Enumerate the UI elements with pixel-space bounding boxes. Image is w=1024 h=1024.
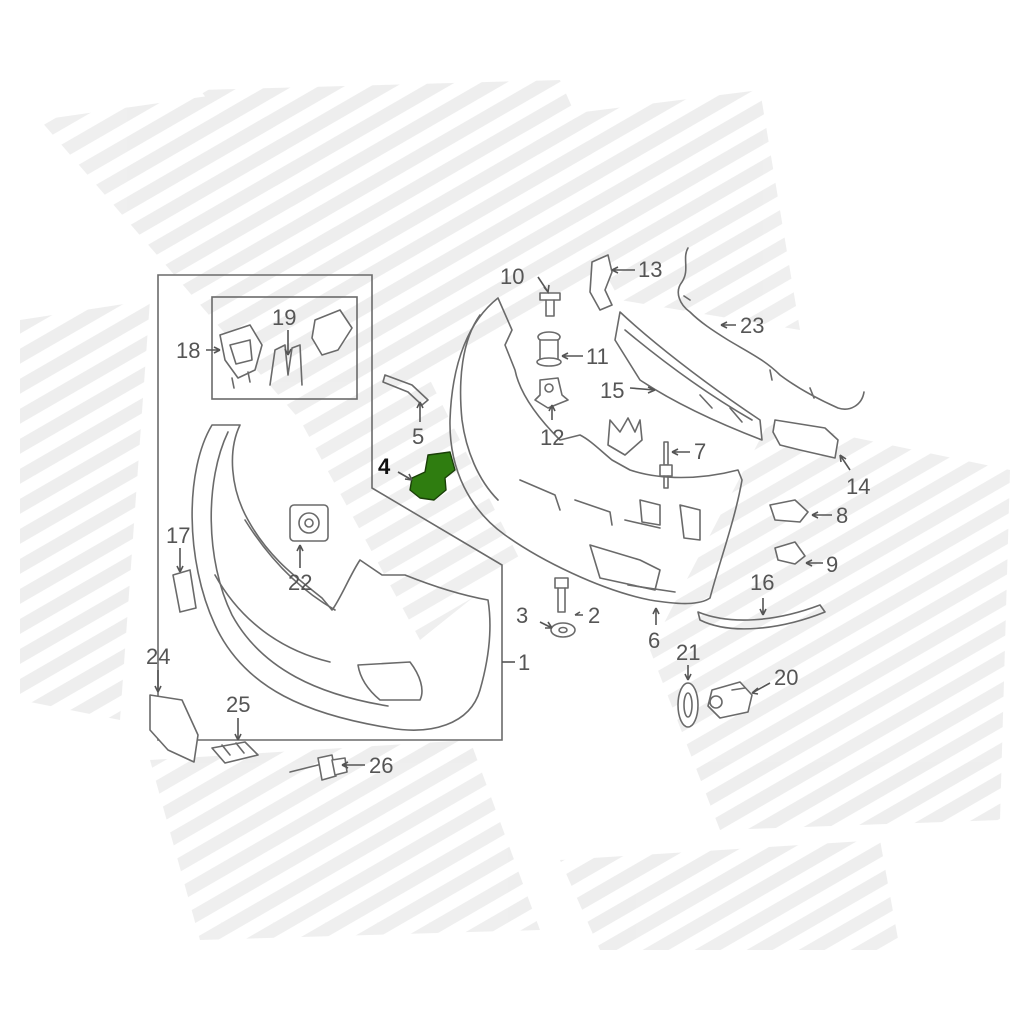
label-24: 24 xyxy=(146,644,170,669)
part-13-bracket xyxy=(589,254,613,311)
part-11-grommet xyxy=(536,331,562,367)
label-25: 25 xyxy=(226,692,250,717)
label-22: 22 xyxy=(288,570,312,595)
part-26-sensor xyxy=(289,754,348,781)
label-17: 17 xyxy=(166,523,190,548)
part-22-bracket xyxy=(289,504,329,542)
label-2: 2 xyxy=(588,603,600,628)
part-2-bolt xyxy=(554,577,569,613)
label-14: 14 xyxy=(846,474,870,499)
callout-labels: 1 2 3 4 5 6 7 8 9 10 11 12 13 14 15 16 1… xyxy=(146,257,870,778)
label-26: 26 xyxy=(369,753,393,778)
label-9: 9 xyxy=(826,552,838,577)
label-15: 15 xyxy=(600,378,624,403)
label-21: 21 xyxy=(676,640,700,665)
part-12-clip xyxy=(534,377,569,409)
label-11: 11 xyxy=(586,344,609,369)
group-box-18-19 xyxy=(211,296,358,400)
label-10: 10 xyxy=(500,264,524,289)
label-6: 6 xyxy=(648,628,660,653)
watermark xyxy=(20,80,1010,950)
part-1-bumper-cover xyxy=(191,424,491,731)
part-21-ring xyxy=(677,682,699,728)
label-13: 13 xyxy=(638,257,662,282)
label-16: 16 xyxy=(750,570,774,595)
part-19b-cover xyxy=(311,309,353,356)
part-7-stud xyxy=(659,441,673,489)
part-16-strip xyxy=(697,604,826,630)
part-19-clip xyxy=(269,344,303,386)
label-8: 8 xyxy=(836,503,848,528)
label-3: 3 xyxy=(516,603,528,628)
part-9-bracket xyxy=(774,541,806,565)
label-12: 12 xyxy=(540,425,564,450)
part-4-bracket-highlighted xyxy=(409,451,456,501)
label-20: 20 xyxy=(774,665,798,690)
part-15-absorber xyxy=(614,311,763,441)
part-23-wiring xyxy=(677,247,865,410)
part-20-sensor xyxy=(707,681,753,719)
label-19: 19 xyxy=(272,305,296,330)
part-24-cover xyxy=(149,694,199,763)
part-6-bumper-carrier xyxy=(449,297,743,605)
part-8-bracket xyxy=(769,499,809,523)
leader-lines xyxy=(154,266,851,769)
part-3-washer xyxy=(550,622,576,638)
label-18: 18 xyxy=(176,338,200,363)
label-4-highlighted: 4 xyxy=(378,454,391,479)
part-14-bracket xyxy=(772,419,839,459)
label-1: 1 xyxy=(518,650,530,675)
part-25-bracket xyxy=(211,741,259,764)
label-7: 7 xyxy=(694,439,706,464)
label-23: 23 xyxy=(740,313,764,338)
label-5: 5 xyxy=(412,424,424,449)
part-18-bracket xyxy=(219,324,263,389)
part-10-screw xyxy=(539,292,561,317)
part-17-trim xyxy=(172,569,197,613)
